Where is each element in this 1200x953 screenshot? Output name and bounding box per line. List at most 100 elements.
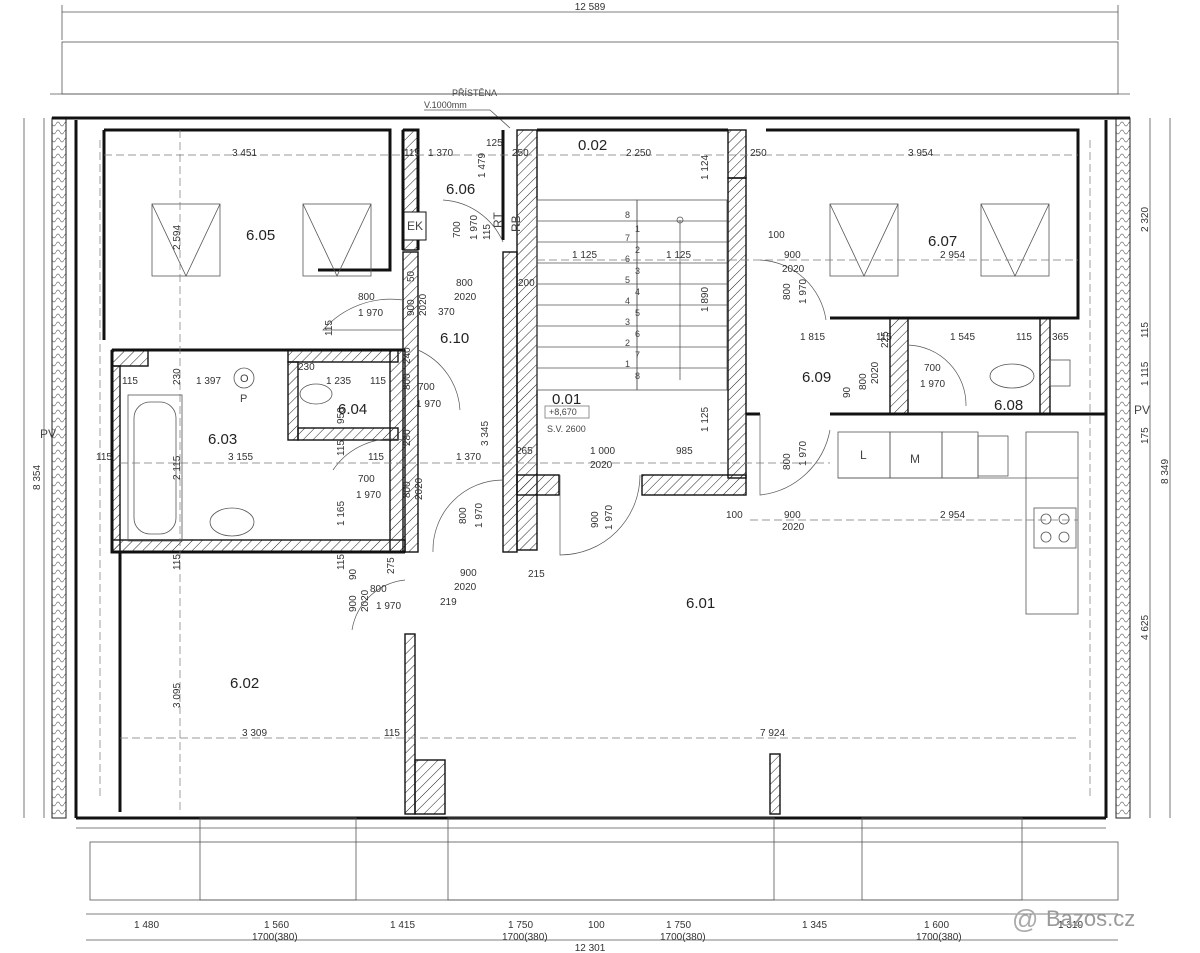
- svg-text:230: 230: [298, 362, 315, 373]
- svg-text:115: 115: [404, 148, 420, 159]
- kitchen-l-label: L: [860, 448, 867, 462]
- svg-text:800: 800: [458, 507, 469, 524]
- svg-text:800: 800: [858, 373, 869, 390]
- svg-text:2: 2: [625, 338, 630, 348]
- svg-text:8: 8: [625, 210, 630, 220]
- svg-text:1 125: 1 125: [700, 407, 711, 432]
- svg-text:1700(380): 1700(380): [252, 932, 298, 943]
- svg-text:5: 5: [635, 308, 640, 318]
- svg-text:800: 800: [456, 278, 473, 289]
- o-circle: [233, 367, 255, 389]
- svg-text:1 600: 1 600: [924, 920, 949, 931]
- svg-text:1 370: 1 370: [428, 148, 453, 159]
- svg-text:1 124: 1 124: [700, 155, 711, 180]
- svg-text:225: 225: [880, 331, 891, 348]
- svg-text:1 125: 1 125: [572, 250, 597, 261]
- right-insulation: [1115, 117, 1131, 819]
- svg-text:900: 900: [460, 568, 477, 579]
- svg-text:900: 900: [348, 595, 359, 612]
- svg-text:280: 280: [402, 429, 413, 446]
- svg-text:3 451: 3 451: [232, 148, 257, 159]
- svg-text:1 310: 1 310: [1058, 920, 1083, 931]
- sink-left: [941, 431, 979, 479]
- at-icon: @: [1012, 904, 1038, 934]
- svg-text:3: 3: [635, 266, 640, 276]
- svg-text:1 970: 1 970: [376, 601, 401, 612]
- svg-text:4 625: 4 625: [1140, 615, 1151, 640]
- svg-text:2 954: 2 954: [940, 510, 965, 521]
- svg-text:240: 240: [402, 347, 413, 364]
- top-overall-dim: 12 589: [575, 2, 606, 13]
- svg-text:900: 900: [406, 299, 417, 316]
- svg-text:1 370: 1 370: [456, 452, 481, 463]
- watermark: @ Bazos.cz: [1012, 904, 1135, 934]
- svg-text:1 000: 1 000: [590, 446, 615, 457]
- svg-text:365: 365: [1052, 332, 1069, 343]
- svg-text:1 397: 1 397: [196, 376, 221, 387]
- room-label-6-03: 6.03: [208, 431, 237, 448]
- svg-text:1700(380): 1700(380): [660, 932, 706, 943]
- room-label-6-07: 6.07: [928, 233, 957, 250]
- svg-text:50: 50: [406, 270, 417, 282]
- svg-text:115: 115: [336, 554, 347, 570]
- svg-text:2020: 2020: [782, 522, 805, 533]
- washbasin: [209, 507, 255, 537]
- top-terrace: [61, 41, 1119, 95]
- svg-text:800: 800: [402, 481, 413, 498]
- svg-text:115: 115: [1140, 322, 1151, 338]
- svg-text:4: 4: [625, 296, 630, 306]
- svg-text:4: 4: [635, 287, 640, 297]
- svg-text:2020: 2020: [870, 361, 881, 384]
- right-overall-dim: 8 349: [1160, 459, 1171, 484]
- svg-text:1 970: 1 970: [604, 505, 615, 530]
- rt-label: RT: [491, 212, 505, 228]
- svg-text:800: 800: [782, 453, 793, 470]
- svg-text:3 345: 3 345: [480, 421, 491, 446]
- svg-text:200: 200: [518, 278, 535, 289]
- svg-text:1 970: 1 970: [469, 215, 480, 240]
- p-label: P: [240, 393, 247, 405]
- bottom-overall-dim: 12 301: [575, 943, 606, 953]
- svg-text:1 345: 1 345: [802, 920, 827, 931]
- svg-text:2020: 2020: [454, 292, 477, 303]
- svg-text:115: 115: [172, 554, 183, 570]
- svg-text:115: 115: [122, 376, 138, 387]
- stair-sv: S.V. 2600: [547, 424, 586, 434]
- svg-text:1 560: 1 560: [264, 920, 289, 931]
- svg-text:2020: 2020: [782, 264, 805, 275]
- svg-text:2020: 2020: [414, 477, 425, 500]
- svg-text:8: 8: [635, 371, 640, 381]
- svg-text:2 320: 2 320: [1140, 207, 1151, 232]
- svg-text:1700(380): 1700(380): [502, 932, 548, 943]
- svg-text:1 970: 1 970: [798, 279, 809, 304]
- svg-text:265: 265: [516, 446, 533, 457]
- ek-label: EK: [407, 219, 423, 233]
- ek-box: [403, 211, 427, 241]
- svg-text:2 250: 2 250: [626, 148, 651, 159]
- room-label-6-10: 6.10: [440, 330, 469, 347]
- svg-text:1 165: 1 165: [336, 501, 347, 526]
- svg-text:175: 175: [1140, 427, 1151, 444]
- svg-text:6: 6: [635, 329, 640, 339]
- svg-text:219: 219: [440, 597, 457, 608]
- svg-text:2020: 2020: [418, 293, 429, 316]
- watermark-text: Bazos.cz: [1046, 906, 1135, 931]
- staircase: 8 1 7 2 6 3 5 4 4 5 3 6 2 7 1 8: [536, 199, 728, 391]
- svg-text:1: 1: [625, 359, 630, 369]
- svg-text:115: 115: [1016, 332, 1032, 343]
- room-label-6-09: 6.09: [802, 369, 831, 386]
- svg-text:230: 230: [172, 368, 183, 385]
- left-overall-dim: 8 354: [32, 465, 43, 490]
- o-label: O: [240, 373, 249, 385]
- room-label-0-01: 0.01: [552, 391, 581, 408]
- room-label-6-06: 6.06: [446, 181, 475, 198]
- svg-text:800: 800: [782, 283, 793, 300]
- svg-text:900: 900: [784, 510, 801, 521]
- pv-left: PV: [40, 427, 56, 441]
- svg-text:115: 115: [482, 224, 493, 240]
- svg-text:115: 115: [384, 728, 400, 739]
- svg-text:1 479: 1 479: [477, 153, 488, 178]
- pristena-height: V.1000mm: [424, 100, 467, 110]
- svg-text:3 954: 3 954: [908, 148, 933, 159]
- svg-text:100: 100: [588, 920, 605, 931]
